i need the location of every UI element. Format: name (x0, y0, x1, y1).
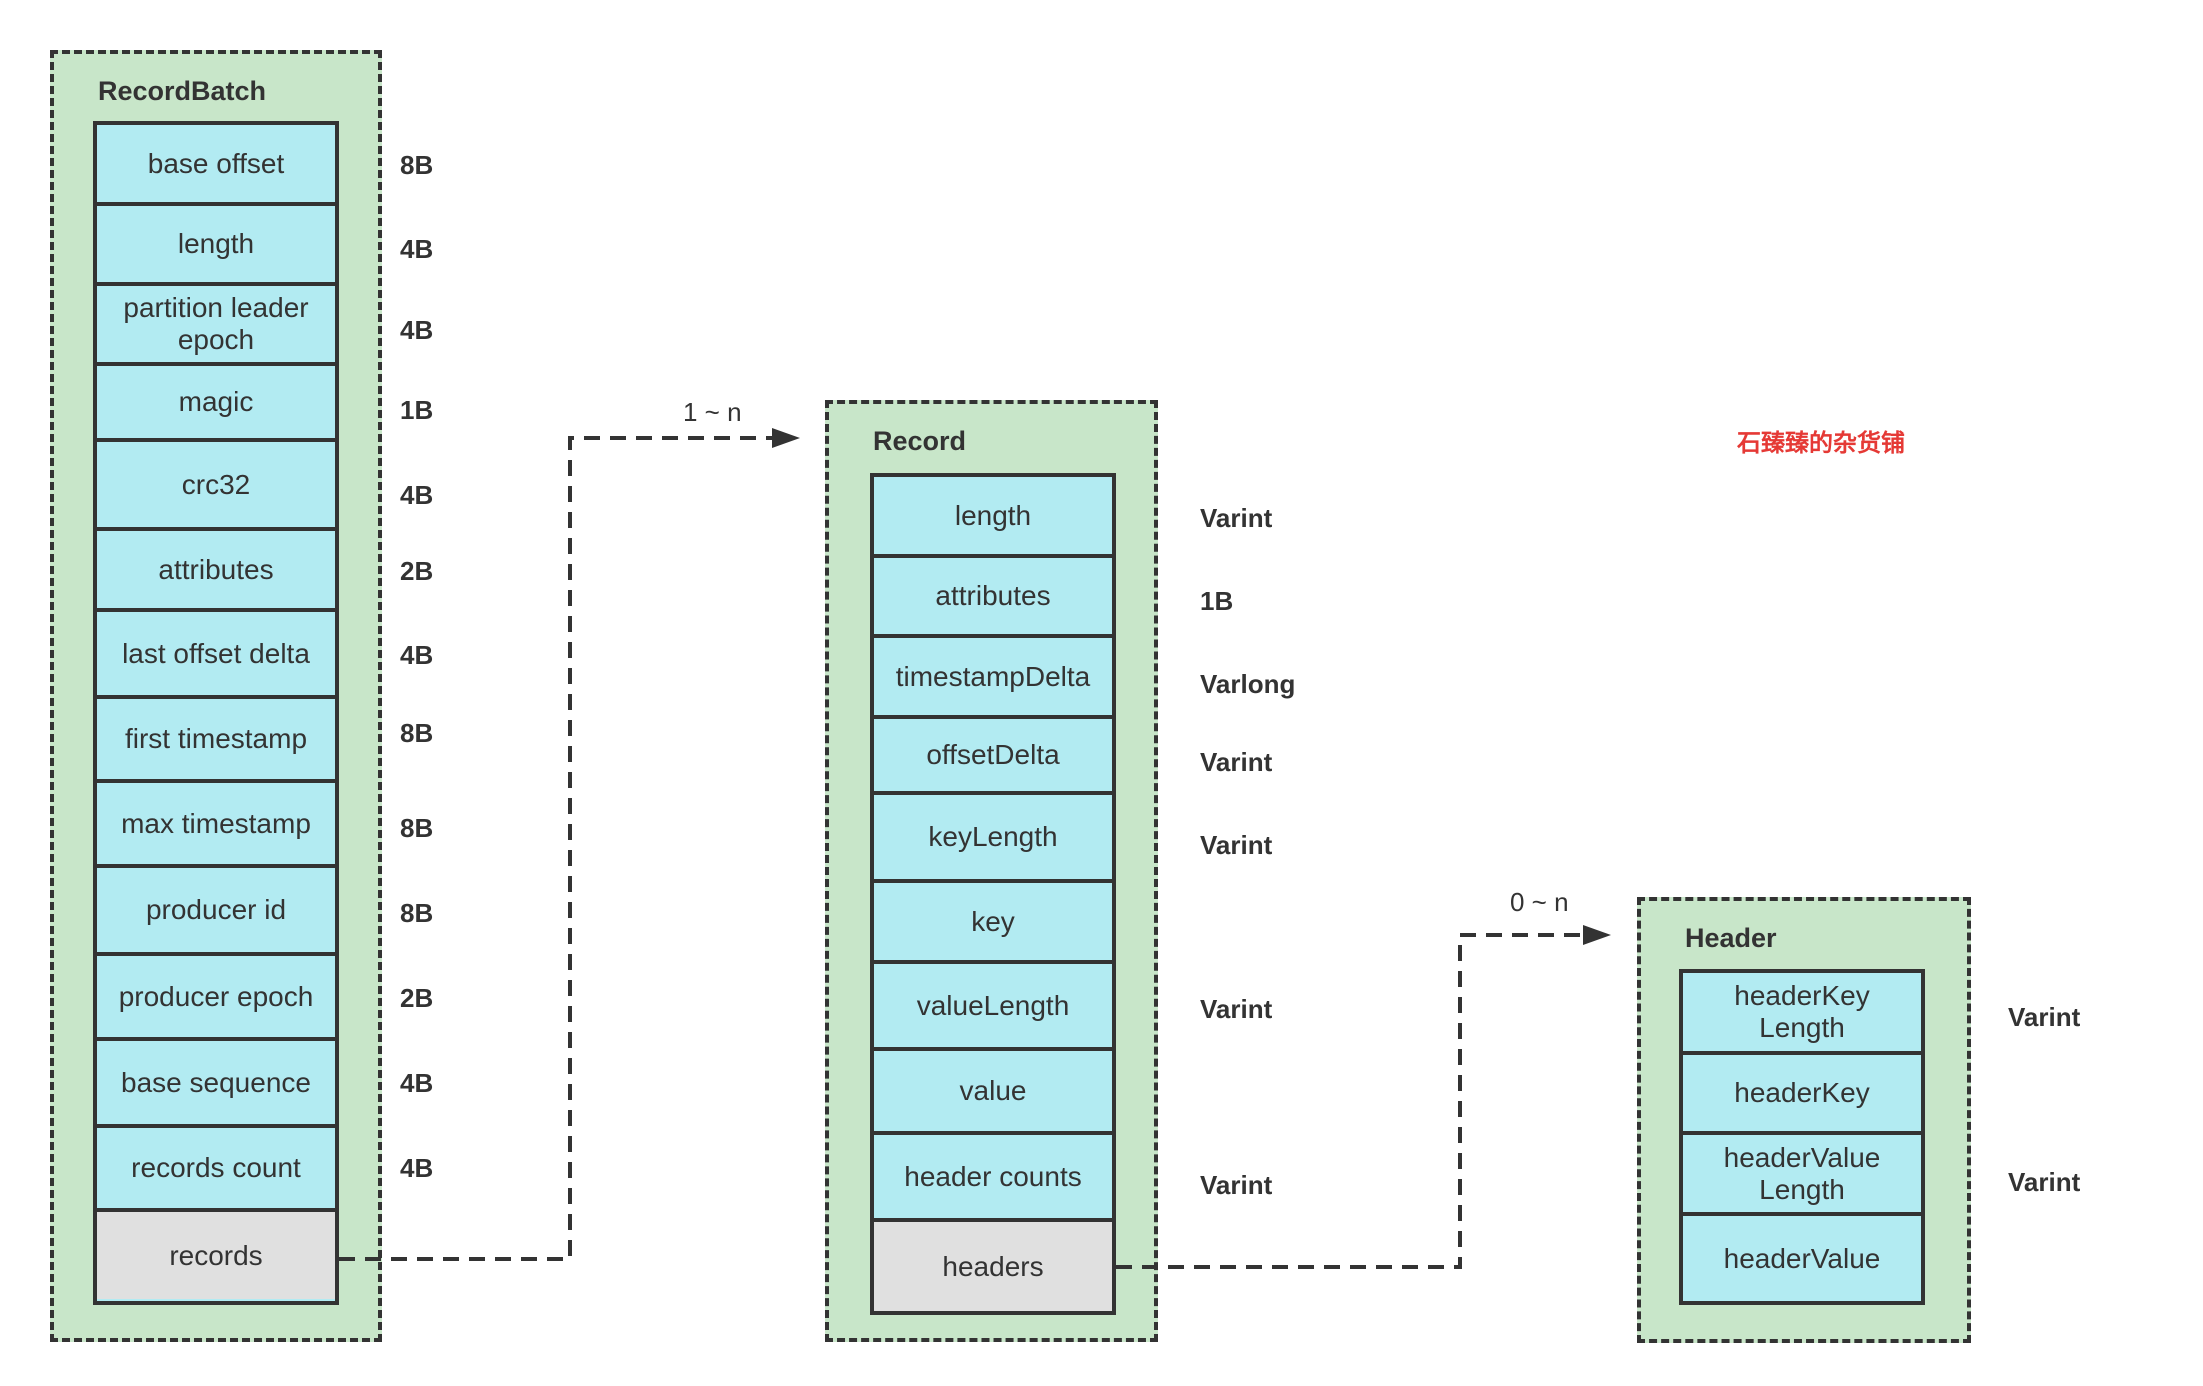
header-field-stack: headerKey Length headerKey headerValue L… (1679, 969, 1925, 1305)
arrowhead-icon (772, 428, 800, 448)
size-label: Varint (1200, 747, 1273, 777)
field-key: key (874, 883, 1112, 964)
record-title: Record (873, 426, 967, 456)
size-label: 8B (400, 813, 434, 843)
size-label: Varlong (1200, 669, 1296, 699)
size-label: 4B (400, 640, 434, 670)
size-label: 8B (400, 718, 434, 748)
field-header-counts: header counts (874, 1135, 1112, 1222)
size-label: 4B (400, 1068, 434, 1098)
field-header-key: headerKey (1683, 1055, 1921, 1135)
size-label: 4B (400, 234, 434, 264)
field-last-offset-delta: last offset delta (97, 612, 335, 699)
watermark-text: 石臻臻的杂货铺 (1737, 430, 1905, 457)
field-records-count: records count (97, 1128, 335, 1212)
field-partition-leader-epoch: partition leader epoch (97, 286, 335, 366)
size-label: 1B (400, 395, 434, 425)
field-attributes: attributes (874, 558, 1112, 638)
size-label: 8B (400, 150, 434, 180)
size-label: 8B (400, 898, 434, 928)
field-magic: magic (97, 366, 335, 442)
field-headers: headers (874, 1222, 1112, 1311)
size-label: 1B (1200, 586, 1234, 616)
field-crc32: crc32 (97, 442, 335, 531)
size-label: Varint (1200, 994, 1273, 1024)
size-label: Varint (1200, 503, 1273, 533)
record-field-stack: length attributes timestampDelta offsetD… (870, 473, 1116, 1315)
field-header-value: headerValue (1723, 1242, 1881, 1274)
field-offset-delta: offsetDelta (874, 719, 1112, 795)
field-first-timestamp: first timestamp (97, 699, 335, 783)
field-base-sequence: base sequence (97, 1041, 335, 1128)
size-label: Varint (2008, 1002, 2081, 1032)
header-title: Header (1685, 923, 1777, 953)
arrowhead-icon (1583, 925, 1611, 945)
field-length: length (874, 477, 1112, 558)
field-attributes: attributes (97, 531, 335, 612)
size-label: Varint (2008, 1167, 2081, 1197)
recordbatch-field-stack: base offset length partition leader epoc… (93, 121, 339, 1305)
field-producer-id: producer id (97, 868, 335, 956)
field-producer-epoch: producer epoch (97, 956, 335, 1041)
field-length: length (97, 206, 335, 286)
size-label: 4B (400, 1153, 434, 1183)
size-label: Varint (1200, 830, 1273, 860)
header-multiplicity-label: 0 ~ n (1510, 887, 1569, 917)
recordbatch-title: RecordBatch (98, 76, 267, 106)
size-label: 4B (400, 315, 434, 345)
size-label: 4B (400, 480, 434, 510)
headers-to-header-connector (1116, 925, 1611, 1269)
field-base-offset: base offset (97, 125, 335, 206)
size-label: Varint (1200, 1170, 1273, 1200)
field-header-value-length: headerValue Length (1683, 1135, 1921, 1216)
field-value-length: valueLength (874, 964, 1112, 1051)
field-timestamp-delta: timestampDelta (874, 638, 1112, 719)
field-value: value (874, 1051, 1112, 1135)
field-records: records (97, 1212, 335, 1299)
size-label: 2B (400, 983, 434, 1013)
record-multiplicity-label: 1 ~ n (683, 397, 742, 427)
field-key-length: keyLength (874, 795, 1112, 883)
size-label: 2B (400, 556, 434, 586)
field-header-key-length: headerKey Length (1683, 973, 1921, 1055)
records-to-record-connector (339, 428, 800, 1261)
field-max-timestamp: max timestamp (97, 783, 335, 868)
